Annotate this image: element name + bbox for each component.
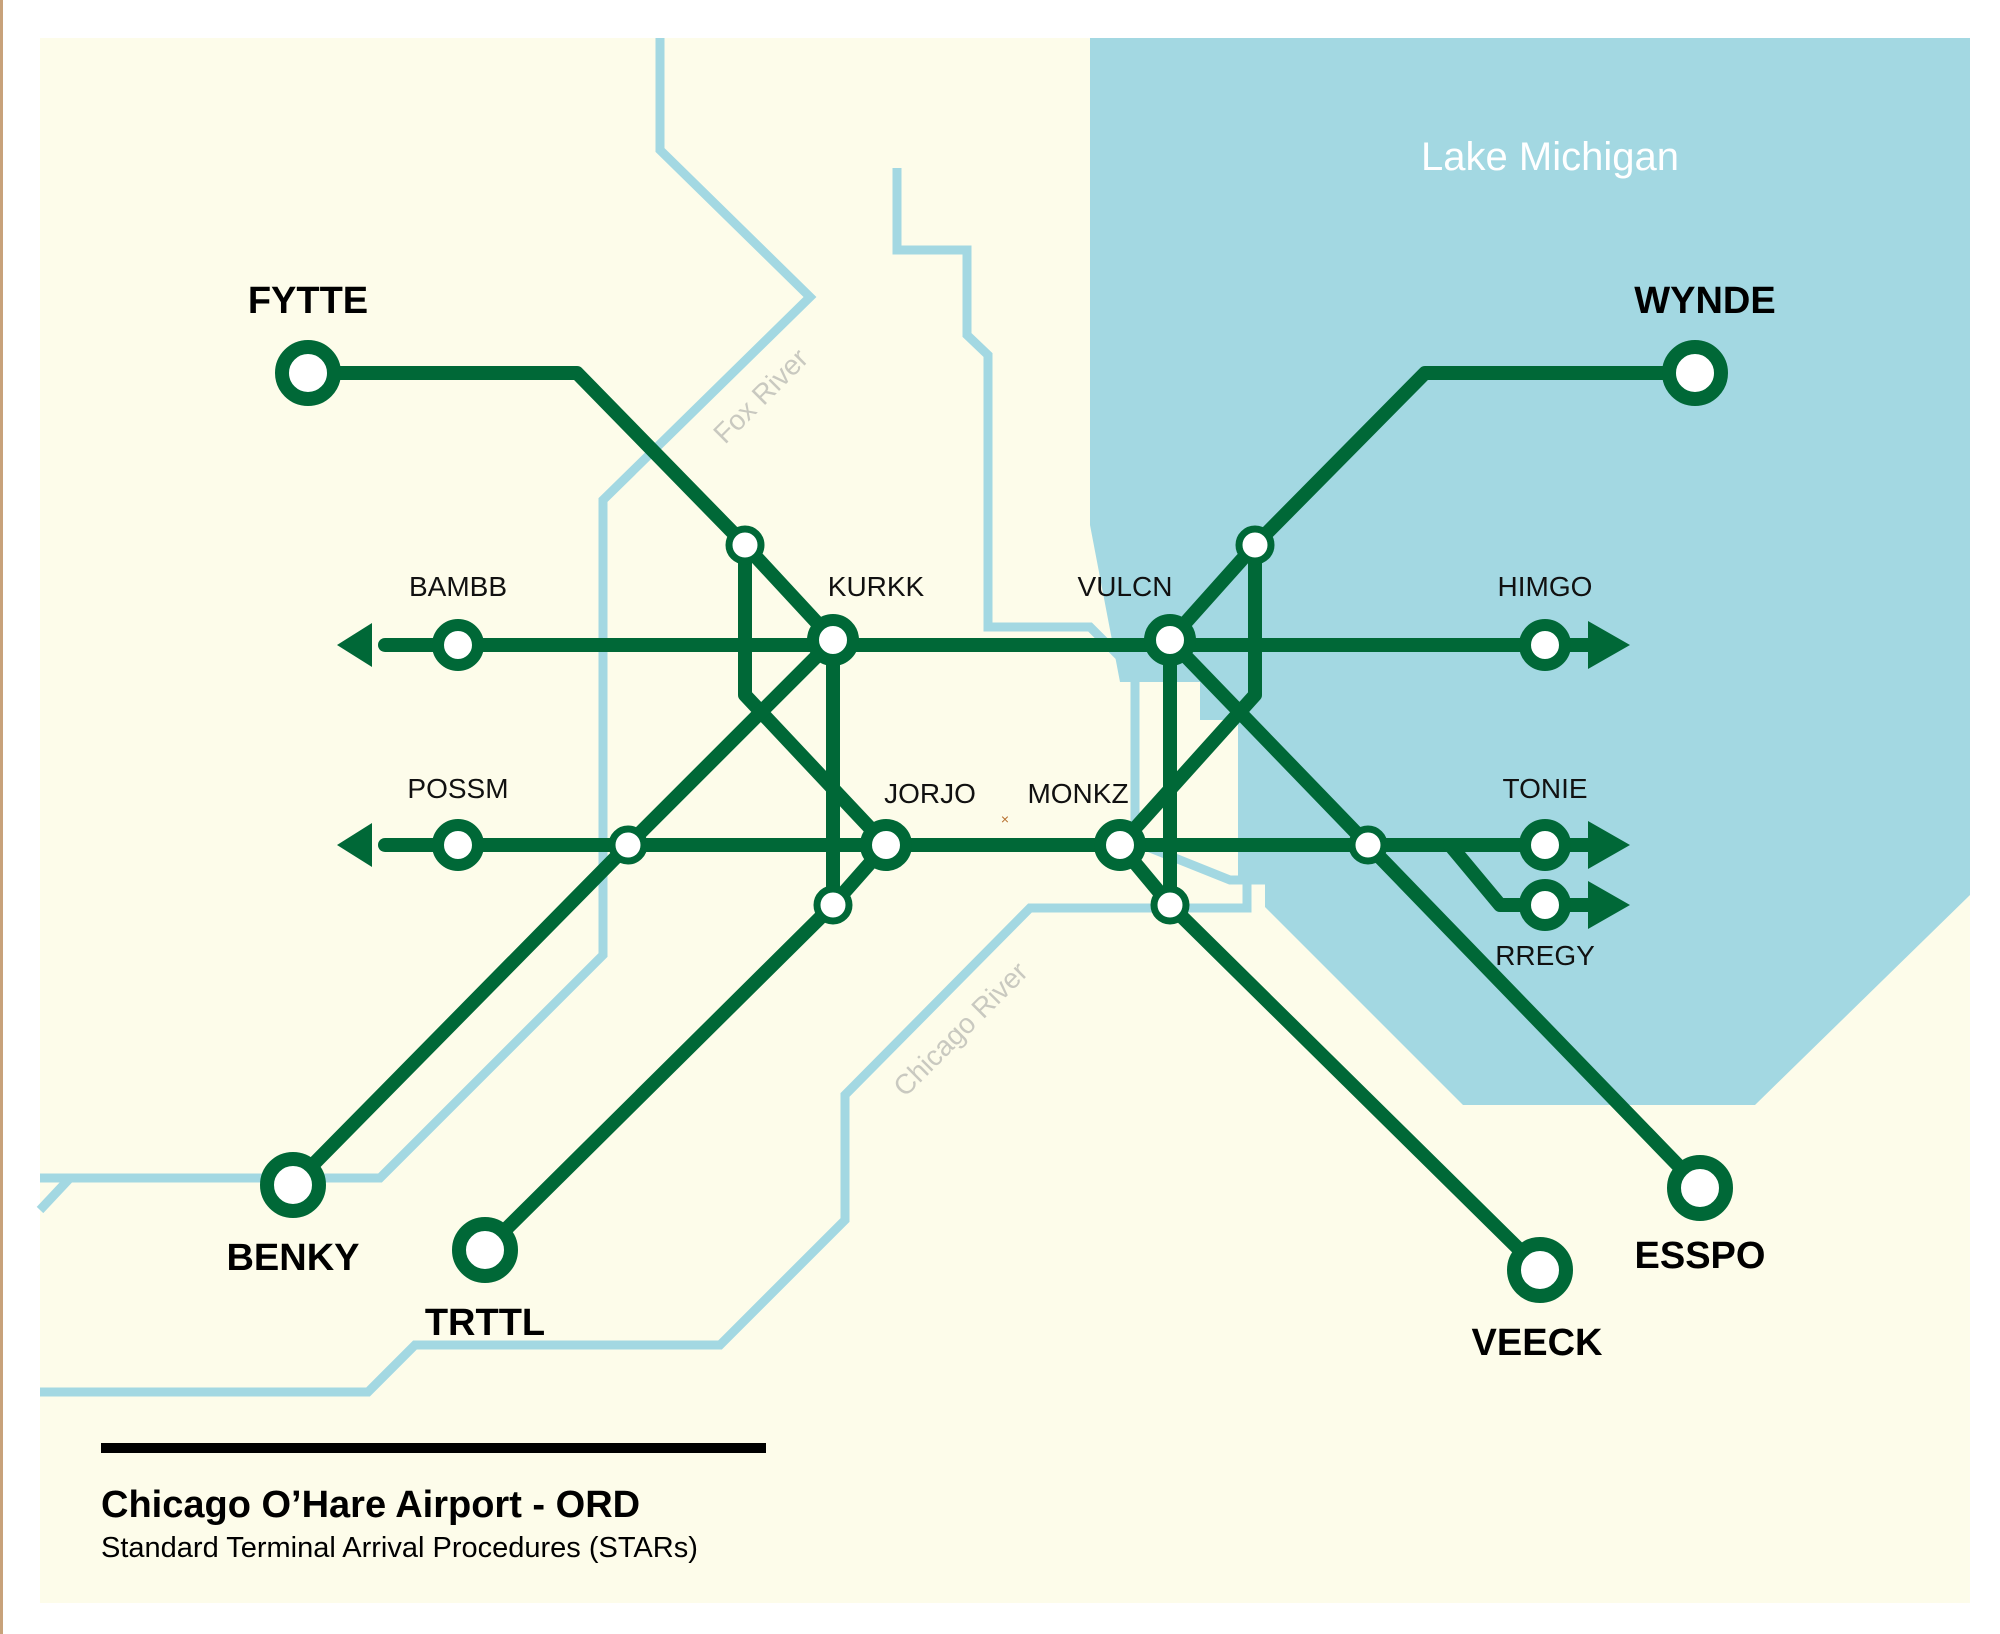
label-wynde: WYNDE: [1634, 280, 1775, 322]
node-possm[interactable]: [432, 819, 484, 871]
label-himgo: HIMGO: [1498, 571, 1593, 602]
label-rregy: RREGY: [1495, 940, 1595, 971]
label-vulcn: VULCN: [1078, 571, 1173, 602]
node-bambb[interactable]: [432, 619, 484, 671]
tonie-arrow: [1588, 821, 1630, 869]
label-fytte: FYTTE: [248, 280, 368, 322]
legend-rule: [101, 1443, 766, 1453]
label-monkz: MONKZ: [1027, 778, 1128, 809]
rregy-arrow: [1588, 881, 1630, 929]
node-trttl[interactable]: [452, 1217, 518, 1283]
route-wynde: [1163, 366, 1702, 647]
label-trttl: TRTTL: [425, 1302, 545, 1344]
node-tonie[interactable]: [1519, 819, 1571, 871]
node-fytte[interactable]: [275, 340, 341, 406]
junction-esspo-tonie: [1348, 825, 1388, 865]
node-monkz[interactable]: [1094, 819, 1146, 871]
himgo-arrow: [1588, 621, 1630, 669]
node-himgo[interactable]: [1519, 619, 1571, 671]
node-jorjo[interactable]: [860, 819, 912, 871]
node-wynde[interactable]: [1662, 340, 1728, 406]
airport-marker: ×: [1001, 811, 1009, 827]
junction-benky-possm: [608, 825, 648, 865]
label-esspo: ESSPO: [1635, 1235, 1766, 1277]
label-bambb: BAMBB: [409, 571, 507, 602]
node-vulcn[interactable]: [1144, 614, 1196, 666]
node-benky[interactable]: [260, 1152, 326, 1218]
route-fytte: [301, 366, 840, 647]
node-kurkk[interactable]: [807, 614, 859, 666]
node-rregy[interactable]: [1519, 879, 1571, 931]
bambb-arrow: [337, 623, 372, 667]
left-edge-line: [0, 0, 3, 1634]
junction-fytte-split: [725, 525, 765, 565]
junction-trttl: [813, 885, 853, 925]
node-veeck[interactable]: [1507, 1237, 1573, 1303]
junction-veeck: [1150, 885, 1190, 925]
label-kurkk: KURKK: [828, 571, 925, 602]
label-possm: POSSM: [407, 773, 508, 804]
junction-wynde-split: [1235, 525, 1275, 565]
lake-michigan-label: Lake Michigan: [1421, 135, 1679, 179]
label-veeck: VEECK: [1472, 1322, 1603, 1364]
legend-subtitle: Standard Terminal Arrival Procedures (ST…: [101, 1532, 698, 1564]
label-jorjo: JORJO: [884, 778, 976, 809]
label-benky: BENKY: [226, 1237, 359, 1279]
possm-arrow: [337, 823, 372, 867]
label-tonie: TONIE: [1502, 773, 1587, 804]
legend-title: Chicago O’Hare Airport - ORD: [101, 1484, 640, 1526]
node-esspo[interactable]: [1667, 1155, 1733, 1221]
